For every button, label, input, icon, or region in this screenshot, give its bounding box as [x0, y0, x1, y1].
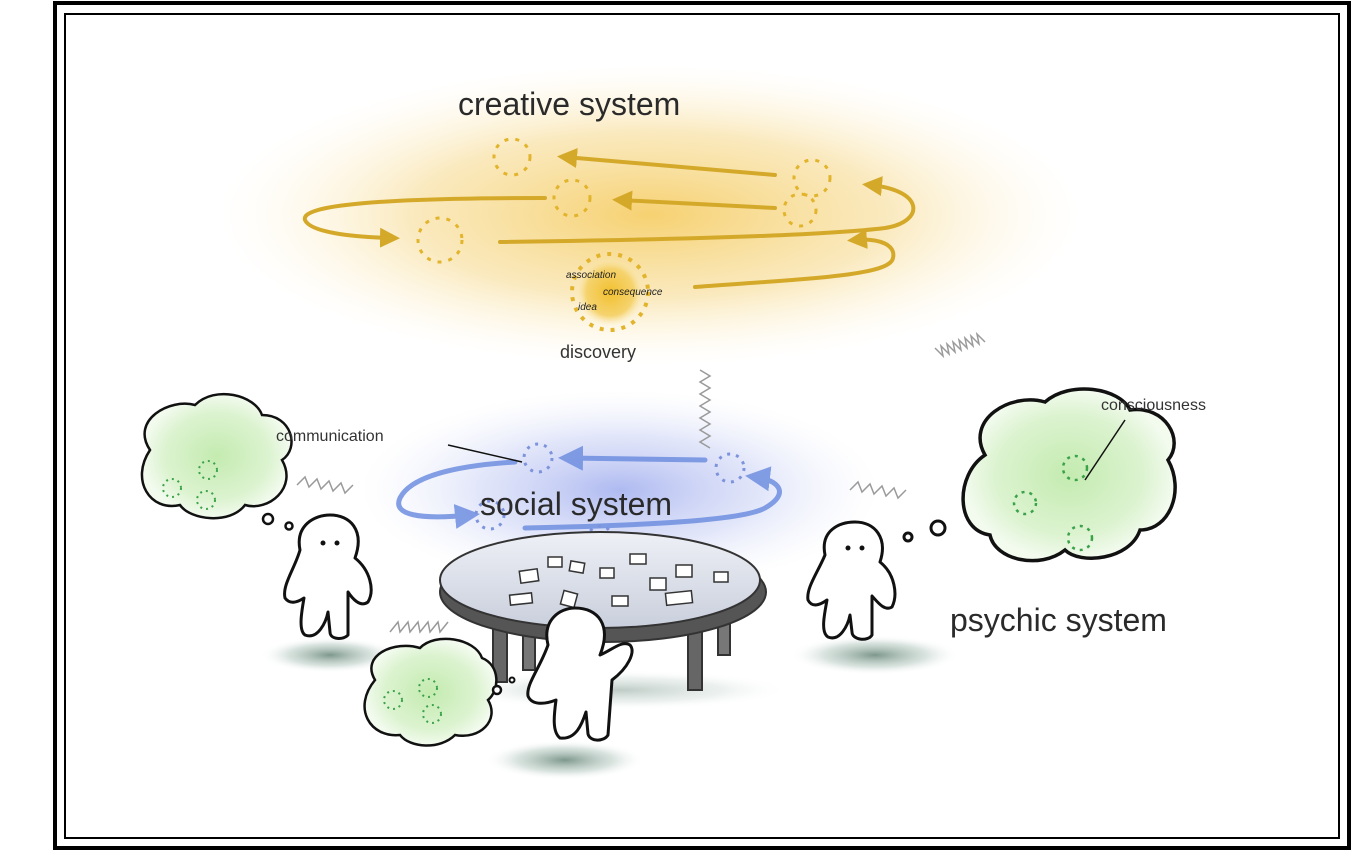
social-system-arrows [396, 445, 782, 531]
shadow-center [485, 740, 645, 780]
outer-frame [53, 1, 1351, 850]
psychic-system-label: psychic system [950, 602, 1167, 638]
social-system-label: social system [480, 486, 673, 522]
creative-system-glow [220, 65, 1080, 365]
communication-pointer [447, 444, 523, 463]
social-system-glow [360, 390, 880, 590]
discovery-glow [576, 258, 644, 326]
creative-sparkles [416, 137, 832, 332]
thought-cloud-bottom [363, 637, 516, 747]
person-icon-center [526, 606, 634, 742]
consciousness-label: consciousness [1101, 397, 1206, 414]
creative-system-arrows [302, 148, 916, 289]
person-icon-left [283, 513, 373, 640]
thought-cloud-left [140, 392, 294, 531]
discovery-label: discovery [560, 342, 637, 362]
table-cards [508, 553, 729, 609]
idea-label: idea [578, 302, 597, 313]
creative-system-label: creative system [458, 86, 681, 122]
inner-frame [64, 13, 1340, 839]
association-label: association [566, 270, 617, 281]
consequence-label: consequence [603, 287, 663, 298]
thought-cloud-right [902, 387, 1177, 563]
communication-label: communication [276, 428, 384, 445]
person-icon-right [806, 520, 897, 641]
shadow-left [260, 637, 400, 673]
shadow-right [790, 635, 960, 675]
